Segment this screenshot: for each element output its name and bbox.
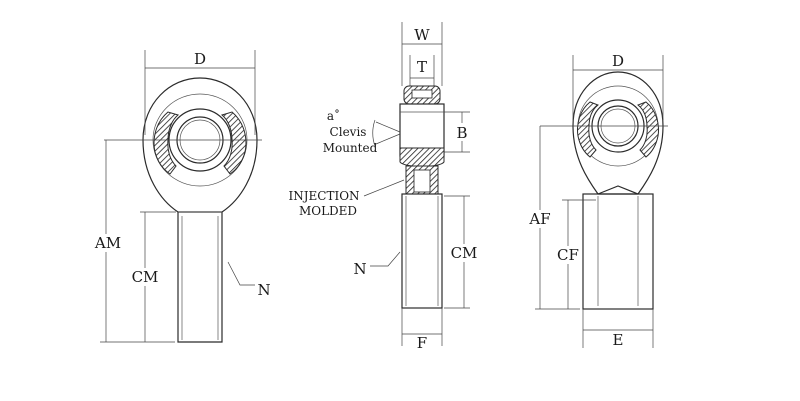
- left-label-d: D: [194, 50, 206, 68]
- mid-label-angle: a˚: [327, 108, 340, 123]
- mid-label-cm: CM: [451, 244, 478, 262]
- mid-label-n: N: [353, 260, 366, 278]
- right-label-d: D: [612, 52, 624, 70]
- right-head-outline: [572, 71, 664, 195]
- mid-shank: [401, 193, 443, 309]
- right-view: D AF CF E: [526, 52, 668, 349]
- left-label-cm: CM: [132, 268, 159, 286]
- left-label-n: N: [257, 281, 270, 299]
- left-n-leader: [227, 261, 255, 286]
- mid-label-molded: MOLDED: [299, 204, 357, 218]
- mid-angle-line-2: [375, 133, 401, 145]
- right-label-cf: CF: [557, 246, 579, 264]
- middle-view: W T B a˚ Clevis Mounted INJECTION MOLDED: [288, 22, 482, 352]
- mid-label-b: B: [456, 124, 467, 142]
- mid-label-f: F: [417, 334, 427, 352]
- mid-angle-arc: [372, 119, 376, 147]
- left-shank: [177, 212, 223, 343]
- left-label-am: AM: [94, 234, 121, 252]
- right-label-e: E: [613, 331, 624, 349]
- left-liner-left: [153, 111, 180, 175]
- mid-injection-leader: [363, 179, 405, 197]
- mid-angle-line-1: [375, 121, 401, 133]
- right-liner-left: [577, 101, 599, 158]
- mid-ball-bottom: [399, 147, 445, 167]
- mid-label-clevis: Clevis: [330, 125, 367, 139]
- right-label-af: AF: [528, 210, 550, 228]
- left-liner-right: [220, 111, 247, 175]
- mid-label-t: T: [417, 58, 427, 76]
- left-view: D AM CM N: [94, 50, 271, 343]
- left-head-outline: [142, 77, 258, 213]
- mid-n-leader: [370, 251, 401, 267]
- right-neck: [597, 185, 639, 195]
- right-body: [582, 193, 654, 310]
- right-liner-right: [637, 101, 659, 158]
- mid-label-injection: INJECTION: [288, 189, 359, 203]
- mid-label-w: W: [414, 26, 430, 44]
- mid-label-mounted: Mounted: [323, 141, 378, 155]
